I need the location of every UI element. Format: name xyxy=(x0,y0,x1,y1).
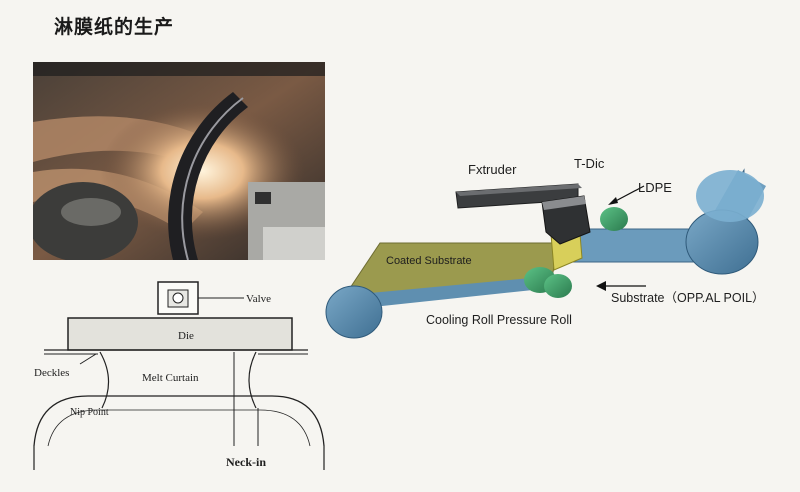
valve-label: Valve xyxy=(246,293,271,305)
pressure-roll-top xyxy=(600,207,628,231)
process-diagram: Fxtruder T-Dic LDPE Coated Substrate Sub… xyxy=(325,156,766,339)
substrate-label: Substrate（OPP.AL POIL） xyxy=(611,291,765,305)
rolls-label: Cooling Roll Pressure Roll xyxy=(426,313,572,327)
nip-roll xyxy=(33,395,325,447)
melt-curtain-right xyxy=(248,351,257,409)
die-sketch: Valve Die Deckles Melt Curtain Nip Point… xyxy=(33,281,325,470)
nip-point-label: Nip Point xyxy=(70,407,109,418)
machine-photo xyxy=(33,62,325,260)
extruder-label: Fxtruder xyxy=(468,162,517,177)
melt-curtain-label: Melt Curtain xyxy=(142,372,199,384)
page-title: 淋膜纸的生产 xyxy=(54,16,175,38)
winding-roll xyxy=(325,285,383,339)
die-label: Die xyxy=(178,330,194,342)
deckles-label: Deckles xyxy=(34,367,69,379)
pressure-roll xyxy=(544,274,572,298)
ldpe-label: LDPE xyxy=(638,180,672,195)
neck-in-label: Neck-in xyxy=(226,455,266,469)
coated-substrate-label: Coated Substrate xyxy=(386,255,472,267)
t-die-label: T-Dic xyxy=(574,156,605,171)
valve-symbol xyxy=(172,292,184,304)
melt-curtain-left xyxy=(99,351,110,409)
